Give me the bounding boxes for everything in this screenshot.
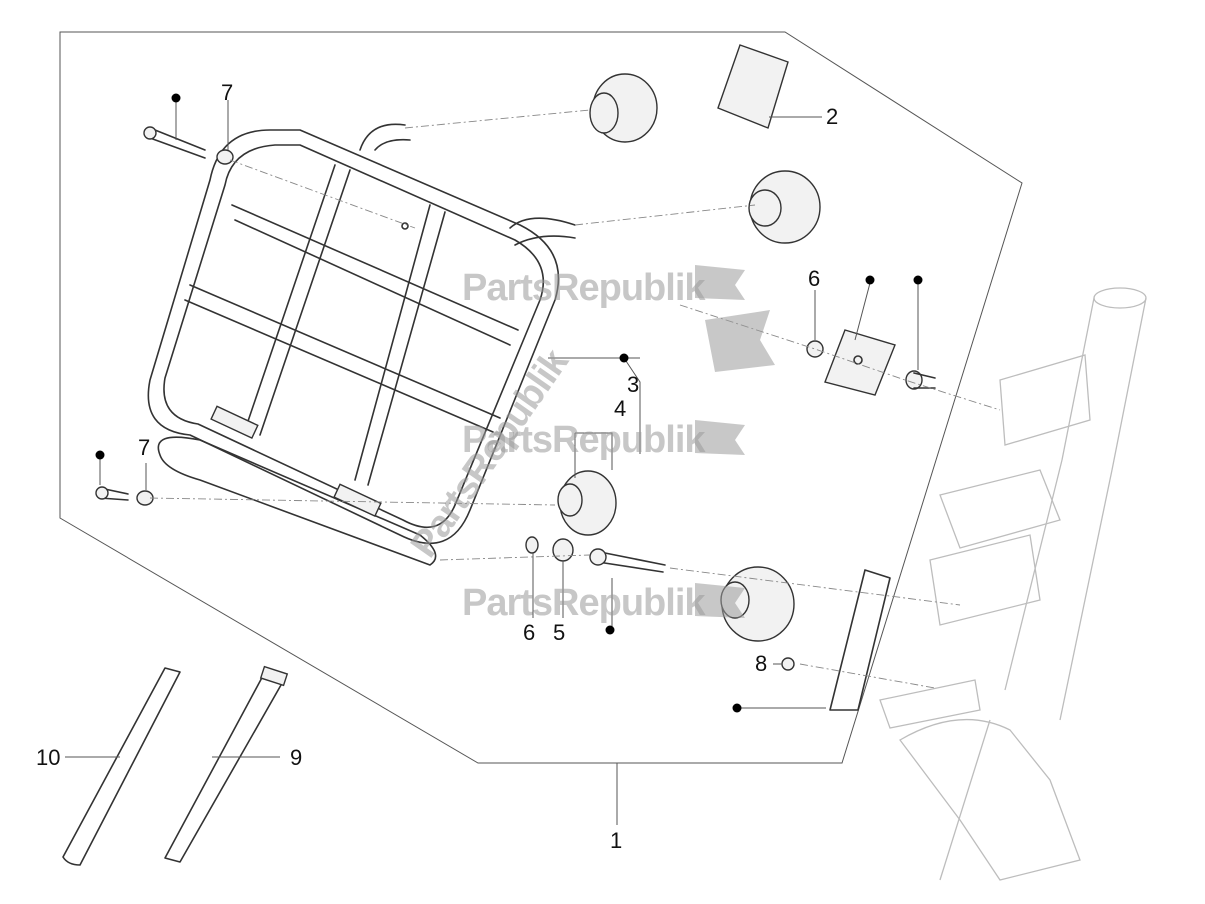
callout-6: 6 xyxy=(523,620,535,645)
watermark-flag-icon xyxy=(705,310,775,372)
mounting-bracket xyxy=(829,569,891,711)
callouts: 7 2 6 3 4 7 6 5 8 10 9 1 xyxy=(36,80,838,853)
label-plate xyxy=(717,44,789,129)
front-luggage-rack xyxy=(147,123,576,566)
callout-3: 3 xyxy=(627,372,639,397)
rack-spring xyxy=(210,405,382,517)
watermark-text: PartsRepublik xyxy=(462,419,706,461)
reference-dot xyxy=(95,93,923,713)
callout-2: 2 xyxy=(826,104,838,129)
strap xyxy=(62,665,289,866)
callout-1: 1 xyxy=(610,828,622,853)
callout-6: 6 xyxy=(808,266,820,291)
steering-column-ghost xyxy=(879,287,1147,881)
watermark-text: PartsRepublik xyxy=(462,582,706,624)
watermark-text: PartsRepublik xyxy=(462,267,706,309)
callout-9: 9 xyxy=(290,745,302,770)
callout-7: 7 xyxy=(221,80,233,105)
watermark: PartsRepublik PartsRepublik PartsRepubli… xyxy=(403,265,775,624)
watermark-flag-icon xyxy=(695,420,745,455)
callout-8: 8 xyxy=(755,651,767,676)
callout-5: 5 xyxy=(553,620,565,645)
screw xyxy=(95,126,936,671)
mounting-plate xyxy=(824,329,896,396)
watermark-flag-icon xyxy=(695,583,745,618)
washer xyxy=(525,340,824,562)
callout-7: 7 xyxy=(138,435,150,460)
kit-outline xyxy=(59,31,1023,764)
watermark-flag-icon xyxy=(695,265,745,300)
callout-4: 4 xyxy=(614,396,626,421)
callout-10: 10 xyxy=(36,745,60,770)
leader-line xyxy=(65,98,919,825)
